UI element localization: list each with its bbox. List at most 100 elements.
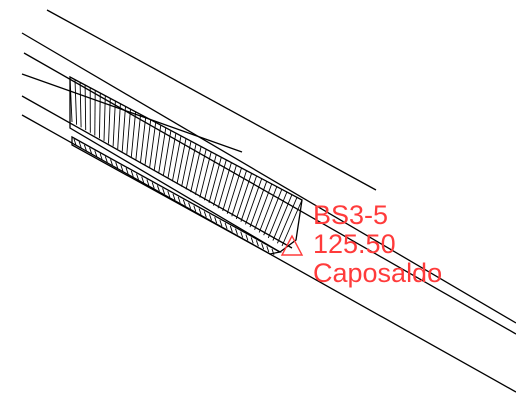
hatch-line	[158, 127, 167, 174]
benchmark-label: Caposaldo	[313, 258, 442, 288]
hatch-line	[69, 76, 73, 123]
hatch-line	[217, 162, 232, 209]
line-road-edge-2	[23, 52, 516, 335]
line-road-edge-1	[21, 32, 516, 324]
slope-tick	[110, 159, 113, 166]
slope-tick	[219, 219, 223, 227]
hatch-line	[272, 194, 293, 241]
hatch-line	[130, 111, 137, 158]
slope-tick	[193, 205, 197, 212]
lower-slope-outline	[71, 135, 282, 255]
lower-slope	[71, 135, 282, 256]
hatch-line	[149, 122, 157, 168]
slope-tick	[209, 214, 212, 221]
hatch-line	[185, 143, 197, 190]
slope-tick	[245, 234, 249, 241]
slope-tick	[125, 167, 129, 175]
slope-tick	[214, 217, 218, 224]
hatch-line	[79, 82, 82, 128]
hatch-line	[162, 130, 172, 176]
hatch-line	[263, 189, 283, 236]
slope-tick	[104, 156, 108, 163]
slope-tick	[250, 237, 254, 244]
hatch-line	[126, 109, 131, 155]
slope-tick	[120, 164, 124, 172]
hatch-line	[231, 170, 247, 217]
hatch-line	[108, 98, 111, 144]
hatch-line	[98, 92, 101, 139]
hatch-line	[249, 181, 268, 228]
hatch-line	[135, 114, 142, 160]
slope-tick	[172, 193, 176, 201]
slope-tick	[83, 144, 87, 151]
slope-tick	[188, 202, 192, 209]
slope-tick	[177, 196, 181, 204]
slope-tick	[266, 245, 270, 253]
hatch-line	[181, 141, 192, 187]
triangle-benchmark-icon	[280, 234, 304, 256]
hatch-line	[276, 197, 298, 244]
hatch-line	[194, 149, 207, 195]
hatch-line	[140, 117, 147, 163]
slope-tick	[198, 208, 202, 215]
slope-tick	[115, 162, 119, 169]
hatch-line	[121, 106, 126, 152]
hatch-line	[203, 154, 217, 201]
hatch-line	[167, 133, 177, 179]
hatch-line	[171, 135, 182, 182]
hatch-line	[112, 101, 116, 147]
slope-tick	[89, 147, 93, 154]
hatched-slope	[69, 75, 303, 253]
slope-tick	[167, 190, 171, 198]
slope-tick	[78, 141, 82, 149]
slope-hatching	[69, 76, 303, 247]
slope-tick	[136, 173, 139, 180]
hatch-line	[199, 151, 212, 198]
hatch-line	[226, 167, 242, 214]
hatch-line	[245, 178, 263, 225]
hatch-line	[208, 157, 222, 204]
slope-tick	[271, 248, 275, 256]
slope-tick	[203, 211, 207, 218]
hatch-line	[84, 84, 87, 131]
hatch-line	[281, 199, 303, 247]
slope-tick	[151, 182, 155, 189]
alignment-lines	[21, 9, 516, 393]
line-embankment-top	[21, 95, 293, 249]
slope-tick	[146, 179, 150, 186]
benchmark-annotation: BS3-5 125.50 Caposaldo	[280, 200, 442, 288]
slope-tick	[182, 199, 186, 206]
slope-tick	[99, 153, 103, 160]
slope-tick	[130, 170, 134, 177]
slope-tick	[229, 225, 233, 232]
hatch-line	[153, 125, 162, 171]
hatch-line	[222, 165, 237, 212]
hatch-line	[117, 103, 121, 150]
hatch-line	[235, 173, 253, 220]
slope-tick	[255, 240, 259, 247]
slope-tick	[235, 228, 238, 235]
hatch-line	[240, 175, 258, 222]
hatch-line	[74, 79, 78, 125]
line-outer-top	[46, 9, 377, 191]
benchmark-elevation: 125.50	[313, 229, 396, 259]
slope-tick	[162, 188, 166, 195]
lower-slope-ticks	[73, 138, 275, 256]
hatch-line	[267, 191, 288, 239]
slope-tick	[240, 231, 244, 238]
hatch-line	[258, 186, 278, 233]
slope-tick	[141, 176, 145, 183]
slope-outline	[69, 75, 303, 253]
slope-tick	[156, 185, 160, 192]
slope-tick	[73, 138, 77, 146]
hatch-line	[190, 146, 202, 193]
hatch-line	[144, 119, 152, 166]
slope-tick	[224, 222, 228, 230]
hatch-line	[254, 183, 273, 230]
hatch-line	[103, 95, 106, 141]
slope-tick	[94, 150, 98, 157]
benchmark-code: BS3-5	[313, 200, 388, 230]
hatch-line	[213, 159, 227, 206]
line-inner-short	[21, 73, 243, 153]
